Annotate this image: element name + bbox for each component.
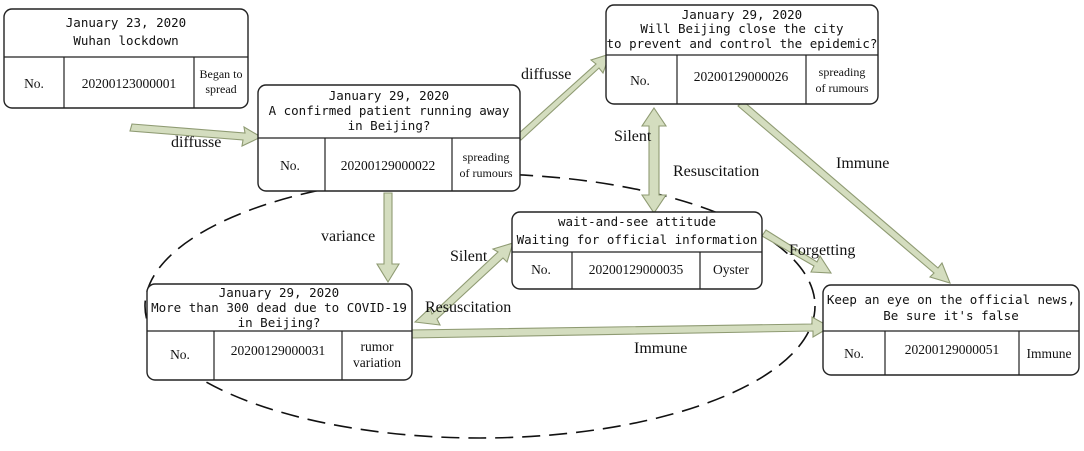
forgetting-arrow-wait-to-official <box>761 229 833 274</box>
node-date: January 29, 2020 <box>219 285 339 300</box>
edge-label-variance: variance <box>321 228 375 245</box>
edge-label-immune-2: Immune <box>634 340 687 357</box>
node-beijing-close-city: January 29, 2020 Will Beijing close the … <box>605 4 879 105</box>
node-id: 20200129000022 <box>341 158 436 173</box>
node-wait-and-see: wait-and-see attitude Waiting for offici… <box>511 211 763 290</box>
node-state-line: spreading <box>463 150 510 164</box>
node-state-line: rumor <box>361 339 394 354</box>
edge-label-resuscitation-2: Resuscitation <box>425 299 511 316</box>
node-title-line: Be sure it's false <box>883 308 1018 323</box>
node-title-line: in Beijing? <box>238 315 321 330</box>
node-no-label: No. <box>280 158 300 173</box>
diffuse-arrow-wuhan-to-patient <box>129 123 263 147</box>
node-no-label: No. <box>24 76 44 91</box>
node-date: January 23, 2020 <box>66 15 186 30</box>
node-title-line: Waiting for official information <box>517 232 758 247</box>
node-no-label: No. <box>630 73 650 88</box>
silent-resuscitation-arrow-city-wait <box>640 107 668 214</box>
node-wuhan-lockdown: January 23, 2020 Wuhan lockdown No. 2020… <box>3 8 249 109</box>
node-title-line: Wuhan lockdown <box>73 33 178 48</box>
node-state-line: variation <box>353 355 401 370</box>
node-title-line: A confirmed patient running away <box>269 103 510 118</box>
node-state-line: of rumours <box>816 81 869 95</box>
edge-label-diffuse-1: diffusse <box>171 134 221 151</box>
node-date: January 29, 2020 <box>682 7 802 22</box>
node-no-label: No. <box>531 262 551 277</box>
edge-label-resuscitation-1: Resuscitation <box>673 163 759 180</box>
node-title-line: More than 300 dead due to COVID-19 <box>151 300 407 315</box>
node-title-line: Keep an eye on the official news, <box>827 292 1075 307</box>
node-no-label: No. <box>170 347 190 362</box>
variation-region-ellipse <box>144 173 816 439</box>
node-date: January 29, 2020 <box>329 88 449 103</box>
node-title-line: Will Beijing close the city <box>640 21 844 36</box>
node-state-line: spreading <box>819 65 866 79</box>
node-state-line: Immune <box>1027 346 1072 361</box>
node-confirmed-patient: January 29, 2020 A confirmed patient run… <box>257 84 521 192</box>
edge-label-diffuse-2: diffusse <box>521 66 571 83</box>
node-state-line: spread <box>205 82 236 96</box>
node-state-line: Began to <box>200 67 243 81</box>
node-official-news: Keep an eye on the official news, Be sur… <box>822 284 1080 376</box>
edge-label-silent-1: Silent <box>614 128 652 145</box>
node-id: 20200129000031 <box>231 343 326 358</box>
node-no-label: No. <box>844 346 864 361</box>
node-id: 20200129000035 <box>589 262 684 277</box>
edge-label-immune-1: Immune <box>836 155 889 172</box>
node-id: 20200129000051 <box>905 342 1000 357</box>
variance-arrow-patient-to-dead <box>376 192 400 284</box>
node-300-dead: January 29, 2020 More than 300 dead due … <box>146 283 413 381</box>
node-id: 20200123000001 <box>82 76 177 91</box>
node-state-line: of rumours <box>460 166 513 180</box>
edge-label-forgetting: Forgetting <box>789 242 855 259</box>
node-title-line: in Beijing? <box>348 118 431 133</box>
edge-label-silent-2: Silent <box>450 248 488 265</box>
node-title-line: wait-and-see attitude <box>558 214 716 229</box>
node-state-line: Oyster <box>713 262 749 277</box>
node-title-line: to prevent and control the epidemic? <box>607 36 878 51</box>
immune-arrow-dead-to-official <box>409 316 832 339</box>
immune-arrow-city-to-official <box>737 100 951 284</box>
node-id: 20200129000026 <box>694 69 789 84</box>
